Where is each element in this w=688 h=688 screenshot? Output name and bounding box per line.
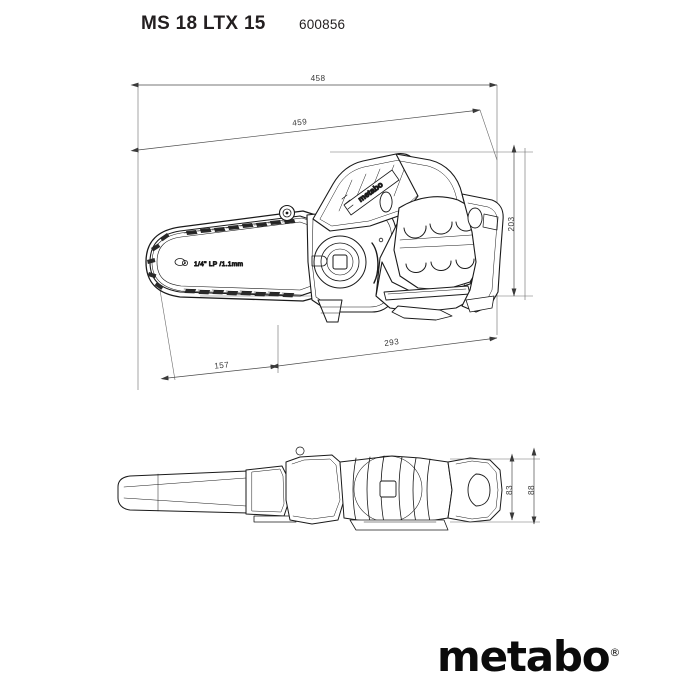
- motor-barrel-port: [379, 480, 397, 498]
- top-foot-outline: [349, 519, 449, 531]
- side-view-drawing: 1/4" LP /1.1mm: [145, 153, 504, 323]
- dimension-label-458: 458: [311, 74, 326, 83]
- registered-trademark-icon: ®: [609, 646, 621, 659]
- top-view-motor-barrel: [339, 455, 453, 524]
- cover-latch-slot: [311, 255, 328, 267]
- dimension-line-459: [130, 108, 481, 153]
- chain-teeth-top: [186, 219, 296, 235]
- sprocket-boss-inner: [320, 242, 360, 282]
- handle-grip: [379, 191, 487, 291]
- clamp-nut-inner: [282, 208, 292, 218]
- dimension-label-203: 203: [507, 217, 516, 232]
- top-bar-outline: [117, 470, 253, 514]
- extension-line-lower-left: [159, 289, 176, 381]
- dimension-label-157: 157: [214, 360, 230, 371]
- trigger-bar-line: [387, 288, 467, 295]
- circle-icon: [181, 259, 188, 266]
- page-title: MS 18 LTX 15: [141, 13, 266, 34]
- chain-teeth-bottom: [184, 289, 294, 298]
- front-housing-outline: [285, 454, 345, 525]
- dimension-459: 459: [130, 108, 481, 153]
- dimension-157-293: 157 293: [160, 336, 498, 381]
- brand-logo-text: metabo: [437, 632, 611, 681]
- extension-line-diagonal-right: [479, 109, 498, 161]
- top-bar-center-lines: [123, 477, 247, 507]
- top-cover-foot: [253, 515, 297, 523]
- finger-grooves: [403, 219, 477, 273]
- circle-icon-dot: [184, 262, 186, 264]
- dimension-group-top-view: 83 88: [450, 447, 540, 525]
- dimension-line-293: [270, 336, 498, 369]
- dimension-label-293: 293: [384, 337, 400, 348]
- front-bumper: [317, 299, 343, 323]
- top-view-cover: [245, 465, 297, 523]
- bumper-ribs: [319, 306, 341, 314]
- battery-rail-slot: [482, 213, 499, 231]
- dimension-label-88: 88: [527, 485, 536, 495]
- cover-marker-dot-top: [378, 237, 384, 243]
- bar-marking: 1/4" LP /1.1mm: [181, 259, 244, 269]
- chain-teeth-nose: [147, 233, 170, 290]
- top-view-battery-mount: [447, 457, 503, 523]
- tensioner-socket: [332, 254, 348, 270]
- rear-foot: [391, 305, 453, 321]
- top-view-drawing: [117, 446, 503, 531]
- dimension-label-459: 459: [292, 117, 308, 128]
- clamp-nut-center: [285, 211, 289, 215]
- bar-clamp-nut: [278, 204, 296, 222]
- chain-rivets-top: [183, 220, 295, 234]
- sprocket-boss: [313, 235, 367, 289]
- dimension-label-83: 83: [505, 485, 514, 495]
- guide-bar: [149, 215, 321, 297]
- lock-off-button: [379, 191, 393, 213]
- chain-rivets-bottom: [183, 288, 295, 294]
- dimension-458: 458: [130, 74, 498, 88]
- dimension-line-157: [160, 364, 279, 381]
- arm-vents: [341, 194, 354, 210]
- rear-foot-outline: [391, 305, 453, 321]
- article-number: 600856: [299, 17, 346, 32]
- grip-outline: [393, 196, 487, 291]
- top-view-front-housing: [285, 446, 345, 525]
- dimension-203: 203: [507, 144, 517, 297]
- battery-release-latch: [467, 207, 483, 229]
- battery-mount: [461, 193, 504, 313]
- grip-ribs: [399, 233, 487, 249]
- front-housing-inner: [291, 458, 341, 520]
- brand-logo: metabo®: [437, 636, 620, 678]
- tension-indicator: [371, 242, 379, 284]
- rear-cap: [467, 473, 491, 507]
- top-cover-inner: [251, 468, 285, 513]
- logo-badge-plate: [343, 169, 400, 216]
- bar-oil-slot: [174, 258, 186, 266]
- bar-marking-text: 1/4" LP /1.1mm: [194, 261, 244, 268]
- top-battery-inner: [455, 460, 499, 520]
- top-view-foot: [349, 519, 449, 531]
- top-view-guide-bar: [117, 470, 253, 514]
- bumper-outline: [317, 299, 343, 323]
- front-housing-button: [295, 446, 305, 456]
- battery-mount-pad: [465, 295, 495, 313]
